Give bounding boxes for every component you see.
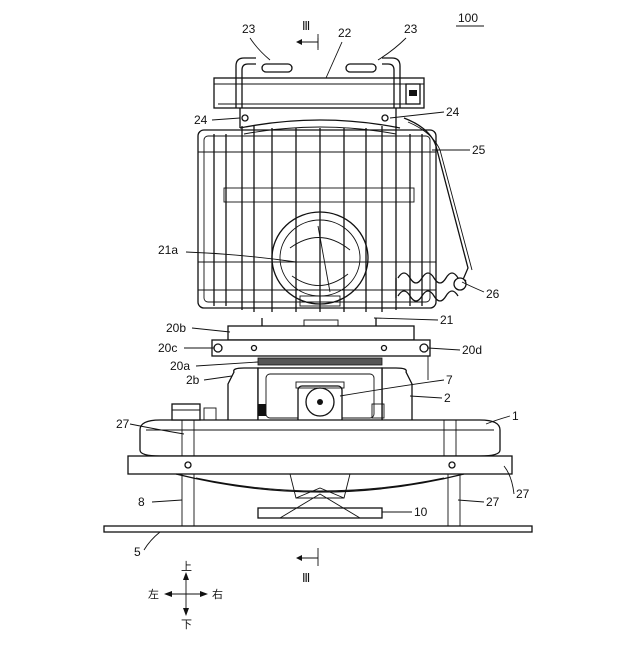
label-24-right: 24 [446, 105, 460, 119]
label-20d: 20d [462, 343, 482, 357]
stand-frame [104, 456, 532, 532]
label-24-left: 24 [194, 113, 208, 127]
label-1: 1 [512, 409, 519, 423]
label-21: 21 [440, 313, 454, 327]
tank-body [228, 368, 412, 424]
label-2b: 2b [186, 373, 200, 387]
label-27-right-upper: 27 [516, 487, 530, 501]
label-27-right-lower: 27 [486, 495, 500, 509]
label-20c: 20c [158, 341, 177, 355]
section-marker-top-label: Ⅲ [302, 19, 310, 33]
label-27-left: 27 [116, 417, 130, 431]
label-23-left: 23 [242, 22, 256, 36]
figure-number-text: 100 [458, 11, 478, 25]
label-10: 10 [414, 505, 428, 519]
compass-left: 左 [148, 588, 159, 601]
label-2: 2 [444, 391, 451, 405]
section-marker-bottom-label: Ⅲ [302, 571, 310, 585]
label-22: 22 [338, 26, 352, 40]
section-marker-top: Ⅲ [296, 19, 318, 50]
label-23-right: 23 [404, 22, 418, 36]
label-5: 5 [134, 545, 141, 559]
label-20b: 20b [166, 321, 186, 335]
section-marker-bottom: Ⅲ [296, 548, 318, 585]
label-20a: 20a [170, 359, 190, 373]
compass-up: 上 [181, 560, 192, 573]
figure-number: 100 [456, 11, 484, 26]
label-25: 25 [472, 143, 486, 157]
label-8: 8 [138, 495, 145, 509]
compass-right: 右 [212, 587, 223, 601]
compass-down: 下 [181, 618, 192, 631]
label-26: 26 [486, 287, 500, 301]
direction-compass: 上 下 左 右 [148, 560, 223, 631]
spring-assembly [396, 118, 472, 301]
label-7: 7 [446, 373, 453, 387]
guard-cage [198, 120, 436, 312]
label-21a: 21a [158, 243, 178, 257]
